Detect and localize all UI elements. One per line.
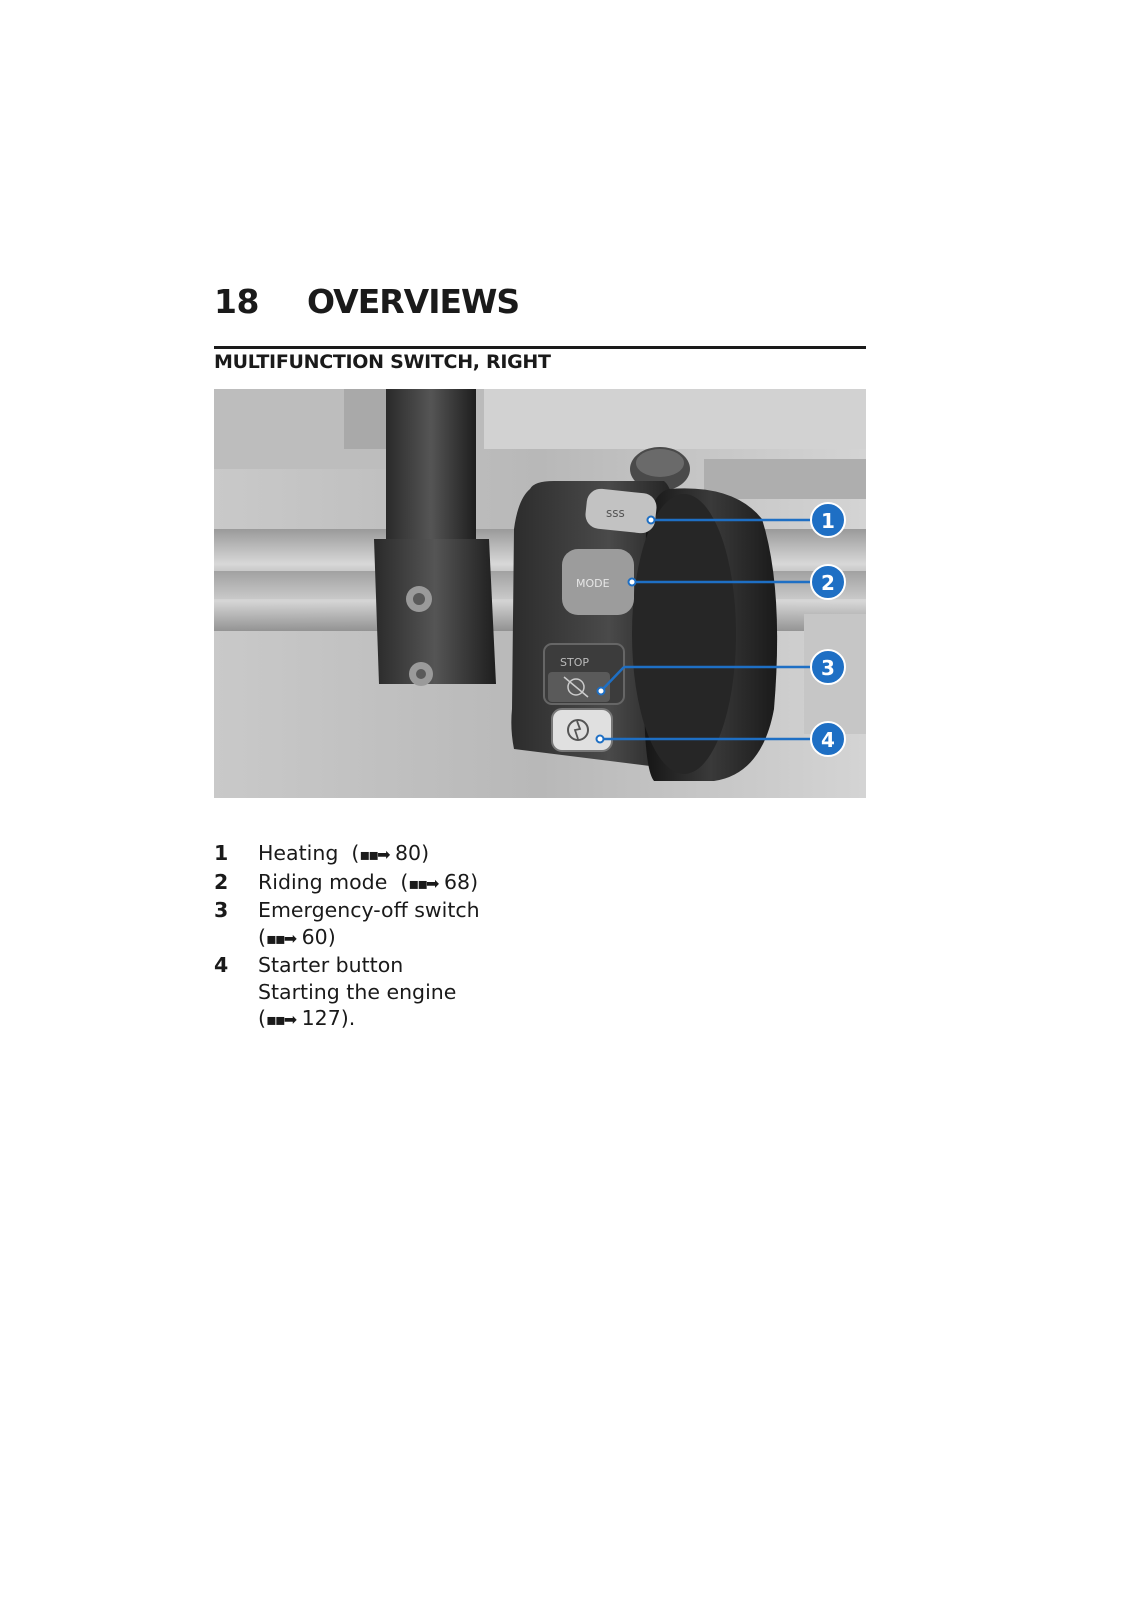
switch-figure: ꜱꜱꜱ MODE STOP 1 <box>214 389 866 798</box>
svg-text:4: 4 <box>821 728 835 752</box>
page-reference[interactable]: 80) <box>395 841 430 865</box>
legend-number: 3 <box>214 898 229 922</box>
legend-item: 1 Heating (▪▪➡ 80) <box>214 841 430 865</box>
callout-4: 4 <box>810 721 846 757</box>
chapter-title: OVERVIEWS <box>307 282 520 321</box>
legend-label: Starter button <box>258 953 404 977</box>
legend-item: 3 Emergency-off switch (▪▪➡ 60) <box>214 897 664 952</box>
legend-label: Heating <box>258 841 339 865</box>
svg-text:1: 1 <box>821 509 835 533</box>
legend-number: 4 <box>214 953 229 977</box>
legend-number: 1 <box>214 841 229 865</box>
callout-3: 3 <box>810 649 846 685</box>
legend-item: 4 Starter button Starting the engine (▪▪… <box>214 952 664 1034</box>
legend-item: 2 Riding mode (▪▪➡ 68) <box>214 869 479 894</box>
legend-sublabel: Starting the engine <box>258 979 457 1004</box>
figure-legend: 1 Heating (▪▪➡ 80) 2 Riding mode (▪▪➡ 68… <box>214 840 664 1034</box>
page-number: 18 <box>214 282 259 321</box>
legend-label: Riding mode <box>258 869 388 894</box>
page-reference[interactable]: 127). <box>301 1006 356 1030</box>
section-title: MULTIFUNCTION SWITCH, RIGHT <box>214 351 551 373</box>
callout-leaders <box>600 518 812 741</box>
page-reference[interactable]: 68) <box>443 869 479 894</box>
legend-label: Emergency-off switch <box>258 898 480 922</box>
switch-photo: ꜱꜱꜱ MODE STOP 1 <box>214 389 866 798</box>
callout-2: 2 <box>810 564 846 600</box>
stop-switch-label: STOP <box>560 656 589 669</box>
svg-text:3: 3 <box>821 656 835 680</box>
arrow-right-icon: ▪▪➡ <box>266 1010 297 1029</box>
page-reference[interactable]: 60) <box>301 924 336 949</box>
mode-button-label: MODE <box>576 577 610 590</box>
svg-text:ꜱꜱꜱ: ꜱꜱꜱ <box>606 506 625 520</box>
legend-number: 2 <box>214 869 229 894</box>
arrow-right-icon: ▪▪➡ <box>408 873 439 893</box>
header-divider <box>214 346 866 349</box>
arrow-right-icon: ▪▪➡ <box>266 928 297 948</box>
arrow-right-icon: ▪▪➡ <box>359 845 390 864</box>
page-header: 18 OVERVIEWS <box>214 282 866 350</box>
svg-text:2: 2 <box>821 571 835 595</box>
callout-1: 1 <box>810 502 846 538</box>
